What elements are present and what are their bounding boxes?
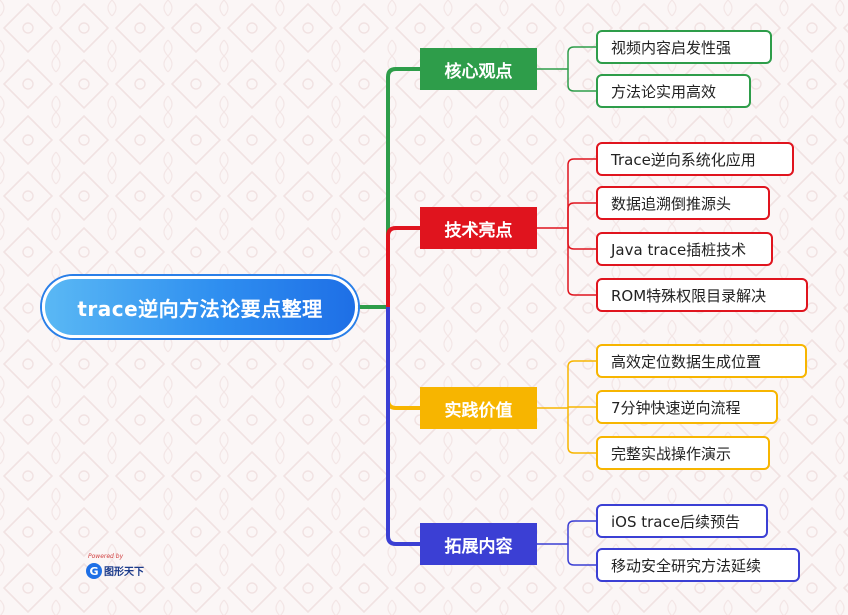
leaf-label: 方法论实用高效 bbox=[611, 82, 717, 101]
branch-connector bbox=[386, 307, 420, 410]
branch-node[interactable]: 拓展内容 bbox=[420, 523, 537, 565]
branch-connector bbox=[386, 67, 420, 307]
leaf-connector bbox=[567, 360, 596, 408]
leaf-connector bbox=[567, 46, 596, 69]
branch-label: 拓展内容 bbox=[444, 536, 513, 557]
g-logo-icon: G bbox=[86, 563, 102, 579]
leaf-connector bbox=[567, 408, 596, 454]
leaf-label: 数据追溯倒推源头 bbox=[611, 194, 732, 213]
root-label: trace逆向方法论要点整理 bbox=[77, 296, 323, 321]
branch-label: 核心观点 bbox=[444, 61, 513, 82]
leaf-node[interactable]: ROM特殊权限目录解决 bbox=[596, 278, 808, 312]
leaf-connector bbox=[567, 520, 596, 544]
leaf-connector bbox=[567, 69, 596, 92]
leaf-node[interactable]: Java trace插桩技术 bbox=[596, 232, 773, 266]
leaf-connector bbox=[567, 202, 596, 228]
leaf-node[interactable]: Trace逆向系统化应用 bbox=[596, 142, 794, 176]
leaf-label: 视频内容启发性强 bbox=[611, 38, 732, 57]
branch-label: 技术亮点 bbox=[444, 220, 513, 241]
leaf-node[interactable]: 高效定位数据生成位置 bbox=[596, 344, 807, 378]
branch-node[interactable]: 核心观点 bbox=[420, 48, 537, 90]
leaf-node[interactable]: 数据追溯倒推源头 bbox=[596, 186, 770, 220]
branch-connector bbox=[386, 226, 420, 307]
branch-label: 实践价值 bbox=[444, 400, 513, 421]
leaf-label: Java trace插桩技术 bbox=[611, 240, 747, 259]
leaf-label: iOS trace后续预告 bbox=[611, 512, 740, 531]
leaf-label: 7分钟快速逆向流程 bbox=[611, 398, 741, 417]
leaf-node[interactable]: 移动安全研究方法延续 bbox=[596, 548, 800, 582]
branch-node[interactable]: 实践价值 bbox=[420, 387, 537, 429]
branch-connector bbox=[386, 307, 420, 546]
leaf-connector bbox=[567, 544, 596, 566]
branch-node[interactable]: 技术亮点 bbox=[420, 207, 537, 249]
leaf-connector bbox=[567, 228, 596, 250]
leaf-label: ROM特殊权限目录解决 bbox=[611, 286, 767, 305]
leaf-node[interactable]: iOS trace后续预告 bbox=[596, 504, 768, 538]
brand-name: 图形天下 bbox=[104, 567, 144, 578]
powered-by-text: Powered by bbox=[88, 553, 124, 560]
leaf-connector bbox=[567, 228, 596, 296]
leaf-connector bbox=[567, 158, 596, 228]
leaf-label: 移动安全研究方法延续 bbox=[611, 556, 762, 575]
leaf-label: 完整实战操作演示 bbox=[611, 444, 732, 463]
leaf-label: 高效定位数据生成位置 bbox=[611, 352, 762, 371]
leaf-label: Trace逆向系统化应用 bbox=[611, 150, 756, 169]
root-node[interactable]: trace逆向方法论要点整理 bbox=[42, 276, 358, 338]
leaf-node[interactable]: 方法论实用高效 bbox=[596, 74, 751, 108]
leaf-node[interactable]: 7分钟快速逆向流程 bbox=[596, 390, 778, 424]
leaf-node[interactable]: 视频内容启发性强 bbox=[596, 30, 772, 64]
leaf-node[interactable]: 完整实战操作演示 bbox=[596, 436, 770, 470]
